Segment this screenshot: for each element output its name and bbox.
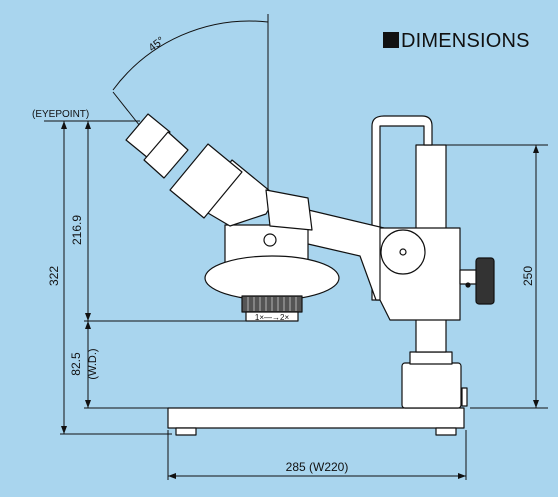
objective-housing [204,255,340,301]
arrow-head [85,400,91,408]
diagram-title-text: DIMENSIONS [401,30,530,52]
arrow-head [61,121,67,129]
eyepoint-to-focus-label: 216.9 [70,215,84,245]
base-knob [461,387,468,407]
body-screw [263,233,277,247]
angle-arc [112,20,269,91]
eyepiece-barrel [143,131,189,179]
arrow-head [85,313,91,321]
zoom-marks-label: 1×—→2× [255,313,290,322]
arrow-head [533,145,539,153]
eyepiece [125,113,171,159]
knob-shaft [459,269,479,285]
arrow-head [85,121,91,129]
arrow-head [458,473,466,479]
head-mount [265,189,313,231]
base-foot [435,427,457,436]
stand-base [167,407,465,429]
working-distance-note: (W.D.) [87,348,99,379]
arrow-head [61,426,67,434]
base-foot [175,427,197,436]
knob-screw [465,282,471,288]
tension-knob [475,257,495,305]
angle-label: 45° [146,35,167,55]
arrow-head [85,321,91,329]
arrow-head [168,473,176,479]
pillar-block [401,362,462,409]
pillar-collar [409,351,453,365]
arrow-head [533,400,539,408]
working-distance-label: 82.5 [69,352,83,376]
eyepiece-tube [169,143,243,219]
total-height-label: 322 [47,266,61,286]
zoom-scale [245,311,299,322]
base-width-label: 285 (W220) [286,460,349,474]
focus-knob-center [399,248,407,256]
eyepoint-label: (EYEPOINT) [32,109,89,120]
diagram-title: DIMENSIONS [383,30,530,53]
pillar-height-label: 250 [521,266,535,286]
eyepiece-axis-line [112,91,141,127]
title-square-icon [383,32,399,48]
